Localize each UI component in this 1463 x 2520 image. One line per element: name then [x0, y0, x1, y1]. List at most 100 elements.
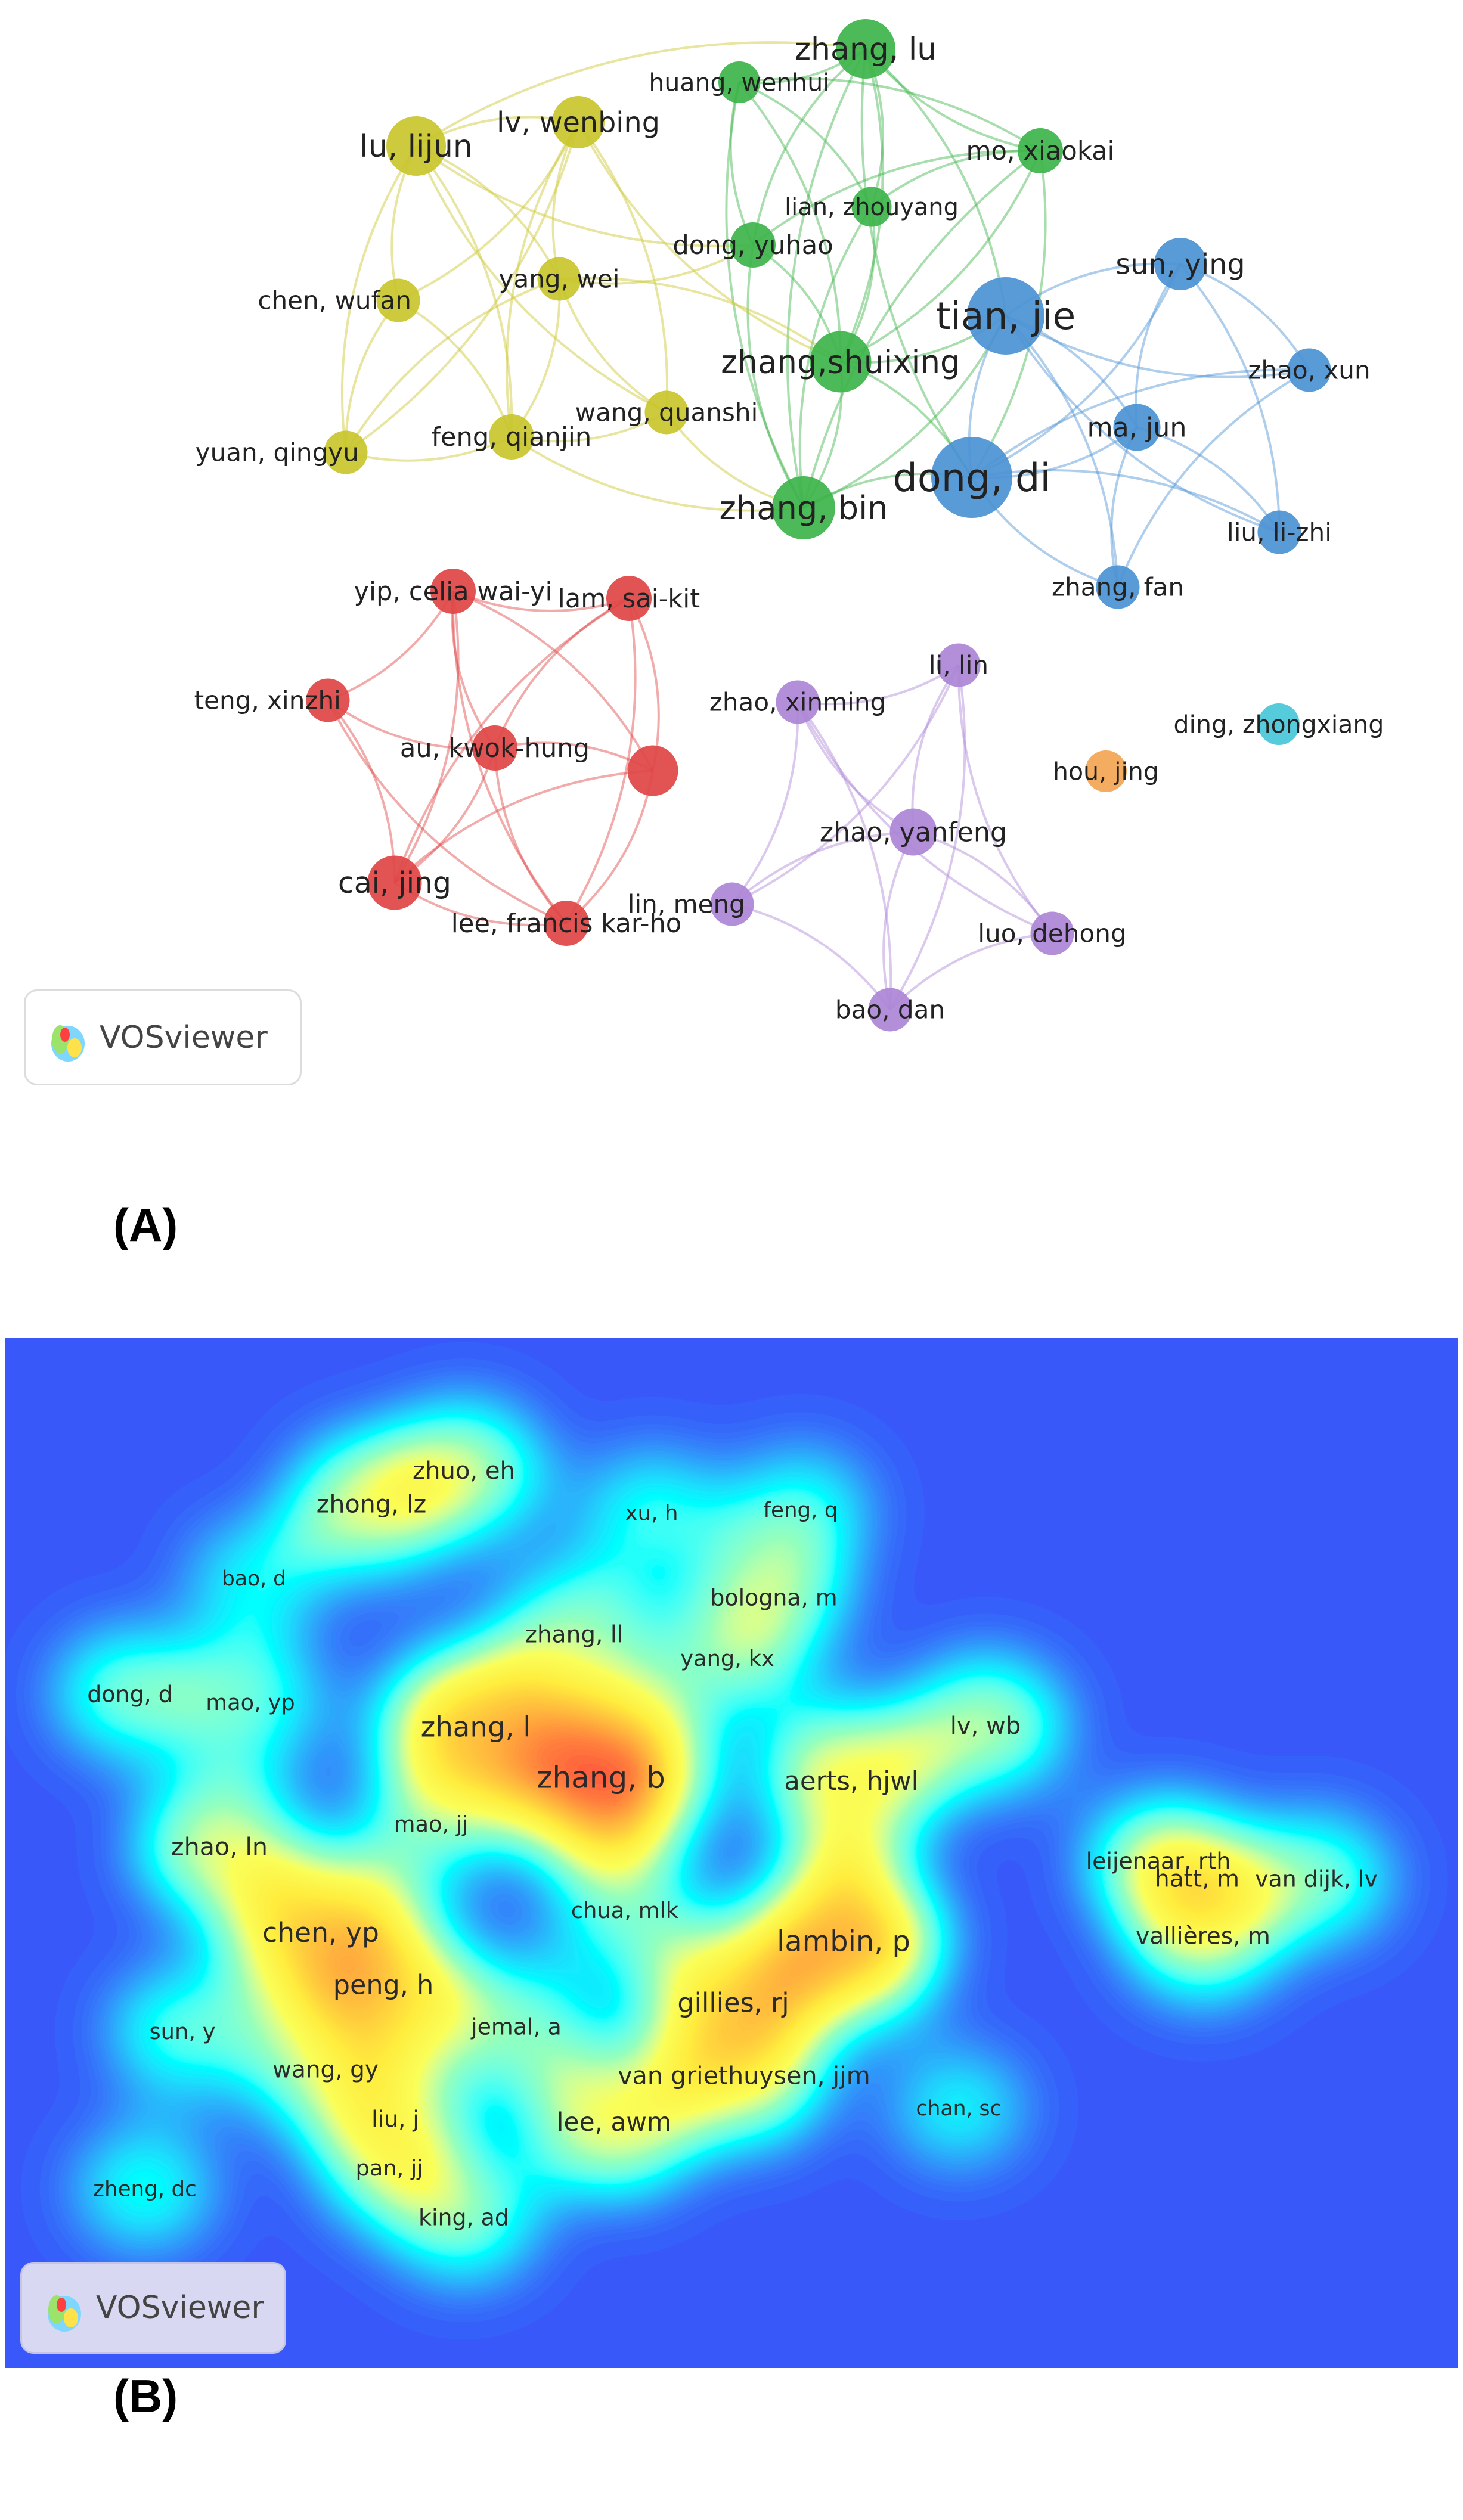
- panel-label-b: (B): [113, 2370, 178, 2422]
- collaboration-link: [327, 699, 495, 750]
- author-node[interactable]: [967, 277, 1044, 355]
- author-node[interactable]: [1154, 238, 1207, 290]
- collaboration-link: [752, 149, 1041, 246]
- density-item-label: mao, jj: [394, 1811, 469, 1837]
- author-node[interactable]: [1018, 128, 1063, 173]
- author-node[interactable]: [851, 187, 892, 227]
- collaboration-link: [494, 597, 630, 749]
- author-node-label: chen, wufan: [258, 286, 411, 315]
- author-node[interactable]: [606, 576, 652, 621]
- density-item-label: zhang, l: [421, 1711, 531, 1743]
- collaboration-link: [398, 122, 579, 302]
- author-node[interactable]: [552, 96, 605, 148]
- author-node-label: zhang, bin: [720, 489, 888, 527]
- collaboration-link: [731, 831, 914, 905]
- author-node[interactable]: [710, 882, 754, 926]
- collaboration-link: [1117, 369, 1310, 588]
- author-node[interactable]: [306, 678, 350, 722]
- author-node-label: ma, jun: [1087, 413, 1187, 443]
- density-item-label: zhong, lz: [317, 1489, 426, 1518]
- author-node[interactable]: [472, 725, 517, 771]
- collaboration-link: [393, 591, 460, 884]
- author-node-label: ding, zhongxiang: [1174, 710, 1384, 738]
- collaboration-link: [559, 277, 842, 363]
- author-node[interactable]: [931, 437, 1012, 518]
- collaboration-link: [802, 150, 1042, 508]
- author-node[interactable]: [644, 390, 689, 435]
- collaboration-link: [327, 699, 396, 883]
- author-node[interactable]: [544, 901, 589, 946]
- density-item-label: wang, gy: [272, 2057, 379, 2084]
- author-node[interactable]: [386, 116, 446, 176]
- author-node[interactable]: [718, 61, 760, 103]
- author-node[interactable]: [868, 988, 912, 1032]
- author-node[interactable]: [776, 680, 820, 724]
- density-item-label: vallières, m: [1136, 1923, 1270, 1950]
- density-item-label: mao, yp: [206, 1690, 295, 1715]
- collaboration-link: [796, 702, 914, 833]
- author-node[interactable]: [430, 569, 476, 614]
- author-node-label: au, kwok-hung: [400, 734, 590, 764]
- density-blob: [547, 1843, 703, 1978]
- collaboration-link: [1005, 315, 1310, 378]
- collaboration-link: [505, 121, 579, 437]
- collaboration-link: [1005, 315, 1280, 533]
- author-node-label: tian, jie: [936, 294, 1076, 338]
- collaboration-link: [415, 145, 667, 414]
- author-node[interactable]: [324, 430, 368, 474]
- collaboration-link: [577, 122, 841, 363]
- author-node[interactable]: [730, 222, 776, 268]
- collaboration-link: [732, 903, 891, 1011]
- author-node[interactable]: [772, 476, 835, 539]
- author-node-label: yang, wei: [499, 265, 620, 294]
- author-node[interactable]: [937, 643, 981, 687]
- collaboration-link: [797, 664, 960, 706]
- collaboration-link: [840, 150, 1042, 363]
- author-node[interactable]: [489, 414, 534, 460]
- density-item-label: chen, yp: [262, 1917, 379, 1948]
- vosviewer-logo-icon: [48, 2295, 81, 2332]
- collaboration-link: [415, 145, 513, 437]
- author-node[interactable]: [367, 855, 422, 910]
- density-item-label: feng, q: [763, 1498, 838, 1522]
- density-item-label: zhang, b: [537, 1761, 665, 1795]
- author-node[interactable]: [627, 745, 678, 796]
- collaboration-link: [1136, 426, 1281, 533]
- author-node[interactable]: [1085, 750, 1127, 792]
- author-node[interactable]: [537, 257, 581, 301]
- author-node[interactable]: [1287, 348, 1331, 392]
- density-item-label: king, ad: [419, 2204, 509, 2230]
- author-node[interactable]: [1030, 911, 1074, 955]
- collaboration-link: [971, 368, 1310, 479]
- author-node[interactable]: [836, 19, 895, 79]
- density-item-label: jemal, a: [470, 2013, 562, 2040]
- collaboration-link: [889, 932, 1053, 1011]
- author-node[interactable]: [1257, 510, 1301, 554]
- collaboration-link: [786, 48, 867, 508]
- collaboration-link: [1179, 263, 1281, 533]
- collaboration-link: [971, 469, 1280, 533]
- author-node[interactable]: [889, 808, 937, 856]
- collaboration-link: [957, 665, 1053, 935]
- author-node-label: huang, wenhui: [649, 68, 829, 97]
- collaboration-link: [415, 145, 754, 247]
- density-blob: [886, 2045, 1031, 2171]
- collaboration-link: [971, 263, 1182, 479]
- author-node-label: feng, qianjin: [432, 423, 592, 452]
- author-node[interactable]: [1113, 404, 1161, 451]
- density-blob: [649, 1591, 805, 1725]
- vosviewer-logo-icon: [51, 1025, 85, 1062]
- author-node[interactable]: [1096, 565, 1140, 609]
- author-node-label: lv, wenbing: [497, 107, 660, 139]
- author-node-label: wang, quanshi: [575, 398, 758, 427]
- author-node[interactable]: [1258, 703, 1300, 745]
- author-node[interactable]: [810, 331, 872, 393]
- collaboration-link: [565, 598, 637, 924]
- author-node[interactable]: [376, 278, 420, 322]
- density-item-label: lv, wb: [950, 1712, 1021, 1740]
- density-blob: [353, 1756, 509, 1891]
- density-blob: [522, 2044, 706, 2200]
- collaboration-link: [397, 299, 513, 437]
- author-node-label: mo, xiaokai: [966, 136, 1114, 166]
